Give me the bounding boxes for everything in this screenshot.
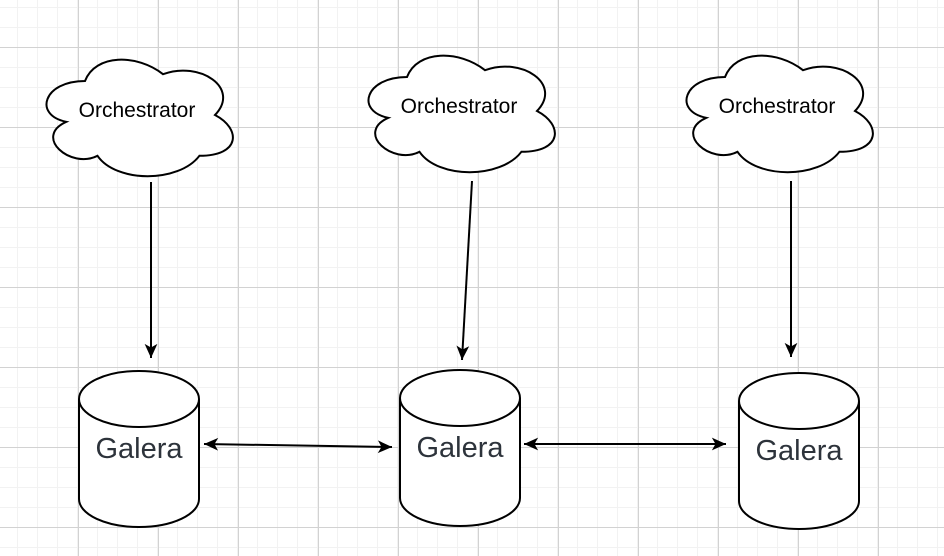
edge-orchestrator2-galera2[interactable] bbox=[456, 180, 473, 361]
node-orchestrator-2[interactable]: Orchestrator bbox=[355, 43, 563, 179]
node-galera-1[interactable]: Galera bbox=[78, 370, 200, 528]
node-label: Orchestrator bbox=[78, 99, 196, 122]
node-label: Galera bbox=[416, 431, 504, 464]
node-galera-3[interactable]: Galera bbox=[738, 372, 860, 530]
node-galera-2[interactable]: Galera bbox=[399, 369, 521, 527]
node-label: Orchestrator bbox=[718, 95, 836, 118]
node-orchestrator-3[interactable]: Orchestrator bbox=[673, 43, 881, 179]
node-label: Galera bbox=[95, 432, 183, 465]
edge-galera1-galera2[interactable] bbox=[203, 437, 393, 454]
node-label: Galera bbox=[755, 434, 843, 467]
node-label: Orchestrator bbox=[400, 95, 518, 118]
node-orchestrator-1[interactable]: Orchestrator bbox=[33, 47, 241, 183]
